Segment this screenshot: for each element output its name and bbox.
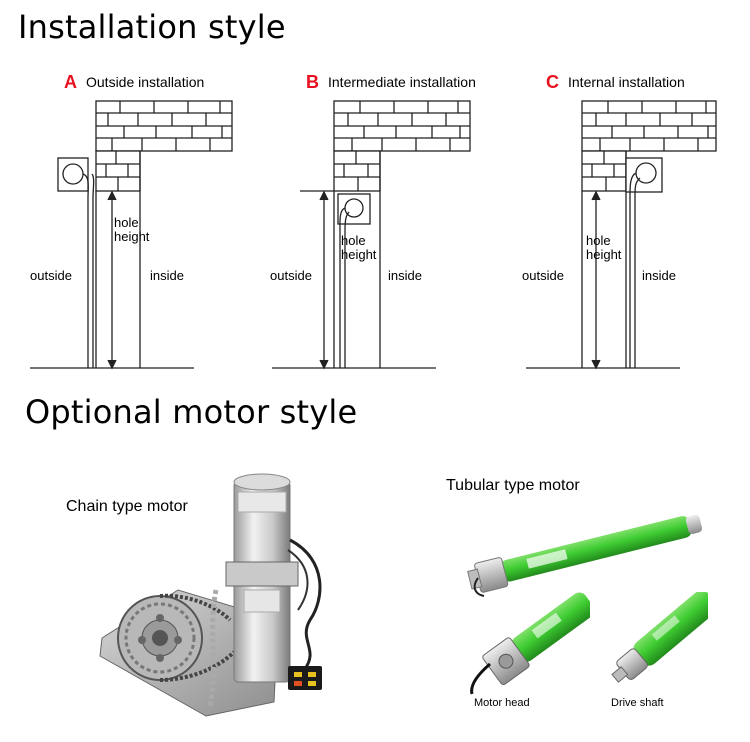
outside-label: outside [522,268,564,283]
optional-motor-style-heading: Optional motor style [25,393,358,431]
panel-title-text: Intermediate installation [328,74,476,90]
panel-letter: A [64,72,77,92]
panel-title: A Outside installation [64,72,204,93]
inside-label: inside [388,268,422,283]
shutter-curtain [339,207,350,368]
drive-shaft-image [611,592,708,683]
motor-head-caption: Motor head [474,697,530,709]
installation-style-heading: Installation style [18,8,286,46]
outside-label: outside [270,268,312,283]
intermediate-installation-diagram [272,100,471,370]
power-cable [289,538,322,671]
panel-title-text: Outside installation [86,74,205,90]
outside-installation-diagram [30,100,233,370]
chain-motor-image [99,473,322,717]
motor-head-image [470,592,590,695]
tube-body [633,592,708,666]
inside-label: inside [150,268,184,283]
internal-installation-diagram [526,100,717,370]
drive-shaft-caption: Drive shaft [611,697,664,709]
drive-chain [159,593,236,682]
inside-label: inside [642,268,676,283]
panel-letter: B [306,72,319,92]
tubular-motor-image [467,514,703,597]
brick-lintel [333,150,381,192]
panel-outside-installation: A Outside installation [28,66,268,386]
panel-title: B Intermediate installation [306,72,476,93]
tube-body [499,516,693,582]
motor-head-cable [470,662,491,695]
tubular-motor-caption: Tubular type motor [446,477,580,494]
panel-title-text: Internal installation [568,74,685,90]
motor-bracket [225,561,299,587]
tube-cable [473,577,485,597]
panel-letter: C [546,72,559,92]
control-box [288,666,322,690]
shutter-curtain [629,172,641,368]
roller-box [337,193,371,225]
panel-title: C Internal installation [546,72,685,93]
chain-motor-caption: Chain type motor [66,498,188,515]
shutter-curtain [82,173,95,368]
outside-label: outside [30,268,72,283]
